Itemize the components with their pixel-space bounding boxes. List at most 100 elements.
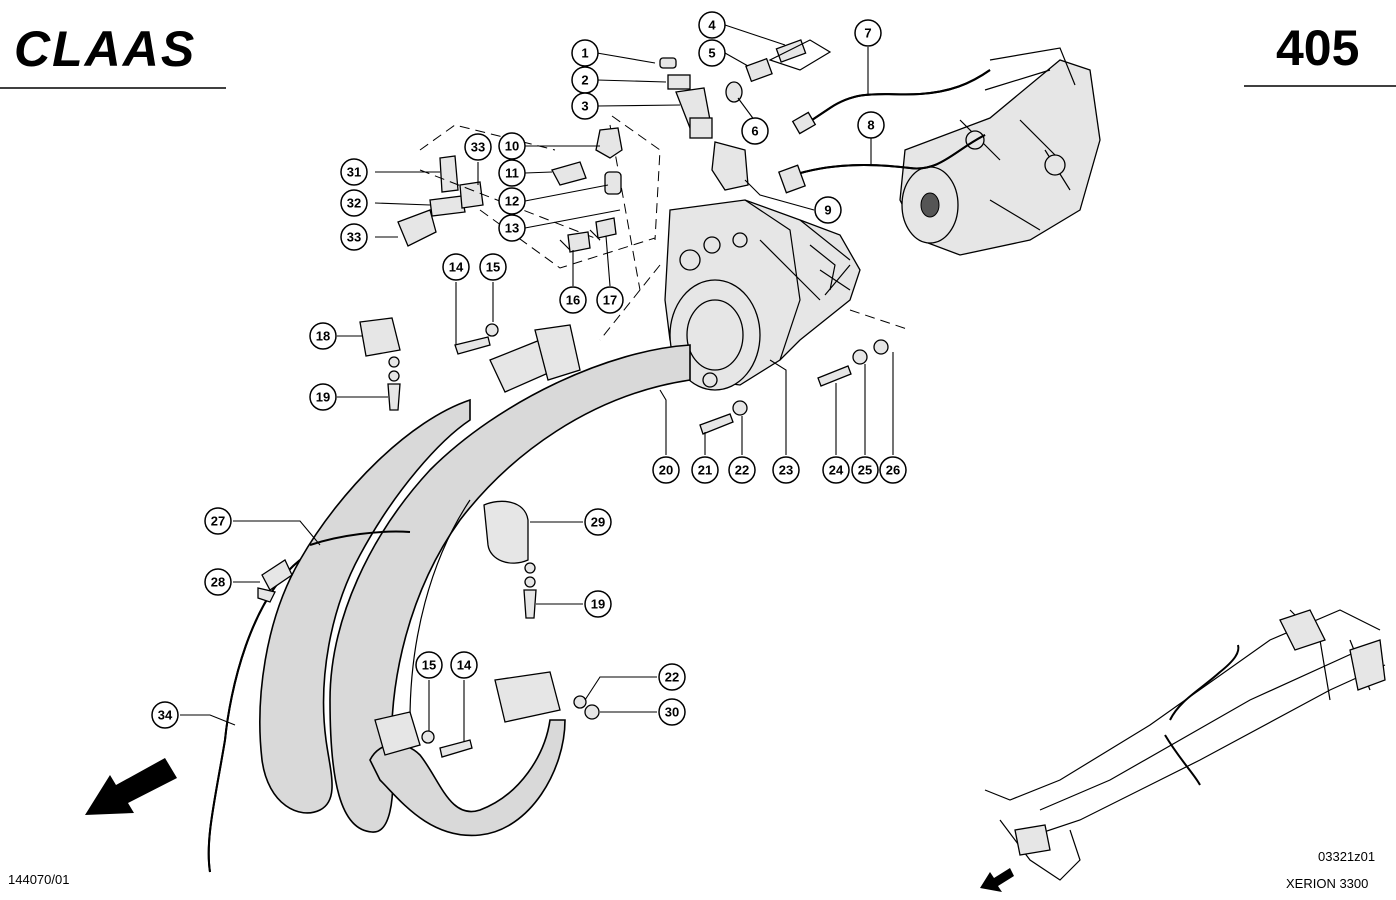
overview-arrow-icon — [980, 868, 1014, 892]
callout-label: 22 — [735, 463, 749, 478]
main-pump — [664, 199, 861, 391]
callout-3: 3 — [571, 92, 599, 120]
callout-label: 6 — [751, 124, 758, 139]
callout-label: 2 — [581, 73, 588, 88]
callout-6: 6 — [741, 117, 769, 145]
callout-label: 31 — [347, 165, 361, 180]
suction-hose-27 — [259, 398, 471, 814]
callout-label: 17 — [603, 293, 617, 308]
hydraulic-pump-top — [899, 47, 1101, 256]
callout-circle — [442, 253, 470, 281]
leader-lines — [180, 24, 894, 742]
callout-circle — [151, 701, 179, 729]
callout-label: 28 — [211, 575, 225, 590]
callout-32: 32 — [340, 189, 368, 217]
nut-2 — [667, 74, 691, 90]
hose-lower — [369, 719, 566, 837]
callout-label: 20 — [659, 463, 673, 478]
callout-28: 28 — [204, 568, 232, 596]
callout-circle — [464, 133, 492, 161]
callout-circle — [596, 286, 624, 314]
callout-19b: 19 — [584, 590, 612, 618]
callout-label: 23 — [779, 463, 793, 478]
callout-label: 26 — [886, 463, 900, 478]
callout-circle — [498, 214, 526, 242]
callout-circle — [814, 196, 842, 224]
bolts — [387, 323, 889, 758]
callout-circle — [204, 507, 232, 535]
callout-label: 11 — [505, 166, 519, 181]
callout-circle — [204, 568, 232, 596]
callout-7: 7 — [854, 19, 882, 47]
callout-label: 10 — [505, 139, 519, 154]
callout-circle — [479, 253, 507, 281]
callout-label: 33 — [471, 140, 485, 155]
callout-33b: 33 — [340, 223, 368, 251]
callout-20: 20 — [652, 456, 680, 484]
callout-circle — [857, 111, 885, 139]
callout-label: 1 — [581, 46, 588, 61]
callout-2: 2 — [571, 66, 599, 94]
callout-34: 34 — [151, 701, 179, 729]
callout-5: 5 — [698, 39, 726, 67]
callout-circle — [698, 11, 726, 39]
callout-16: 16 — [559, 286, 587, 314]
callout-circle — [559, 286, 587, 314]
callout-circle — [879, 456, 907, 484]
model-name: XERION 3300 — [1286, 876, 1368, 891]
callout-circle — [584, 508, 612, 536]
callout-circle — [854, 19, 882, 47]
callout-25: 25 — [851, 456, 879, 484]
o-ring-1 — [659, 57, 677, 69]
callout-23: 23 — [772, 456, 800, 484]
callout-19a: 19 — [309, 383, 337, 411]
callout-circle — [658, 698, 686, 726]
callout-11: 11 — [498, 159, 526, 187]
callout-27: 27 — [204, 507, 232, 535]
callout-label: 15 — [486, 260, 500, 275]
nut-5 — [745, 57, 773, 83]
callout-circle — [851, 456, 879, 484]
callout-label: 3 — [581, 99, 588, 114]
callout-label: 21 — [698, 463, 712, 478]
callout-24: 24 — [822, 456, 850, 484]
callout-17: 17 — [596, 286, 624, 314]
callout-9: 9 — [814, 196, 842, 224]
callout-label: 7 — [864, 26, 871, 41]
clamp-18 — [359, 317, 401, 357]
callout-label: 34 — [158, 708, 173, 723]
suction-hose-20 — [329, 344, 691, 833]
callout-circle — [309, 322, 337, 350]
callout-circle — [772, 456, 800, 484]
fitting-9 — [711, 141, 749, 191]
seal-6 — [725, 81, 743, 103]
callout-circle — [741, 117, 769, 145]
clamp-29 — [483, 500, 529, 564]
callout-22a: 22 — [728, 456, 756, 484]
drawing — [85, 39, 1386, 892]
callout-circle — [584, 590, 612, 618]
callout-label: 13 — [505, 221, 519, 236]
callout-label: 14 — [449, 260, 464, 275]
callout-circle — [309, 383, 337, 411]
callout-circle — [658, 663, 686, 691]
callout-15a: 15 — [479, 253, 507, 281]
callout-15b: 15 — [415, 651, 443, 679]
callout-10: 10 — [498, 132, 526, 160]
callout-14b: 14 — [450, 651, 478, 679]
callout-12: 12 — [498, 187, 526, 215]
pressure-line-7 — [799, 69, 991, 129]
callout-33a: 33 — [464, 133, 492, 161]
callout-4: 4 — [698, 11, 726, 39]
callout-label: 16 — [566, 293, 580, 308]
callout-21: 21 — [691, 456, 719, 484]
callout-label: 14 — [457, 658, 472, 673]
callout-label: 5 — [708, 46, 715, 61]
callout-circle — [340, 158, 368, 186]
callout-label: 27 — [211, 514, 225, 529]
callout-label: 32 — [347, 196, 361, 211]
callout-label: 33 — [347, 230, 361, 245]
callout-14a: 14 — [442, 253, 470, 281]
callout-8: 8 — [857, 111, 885, 139]
